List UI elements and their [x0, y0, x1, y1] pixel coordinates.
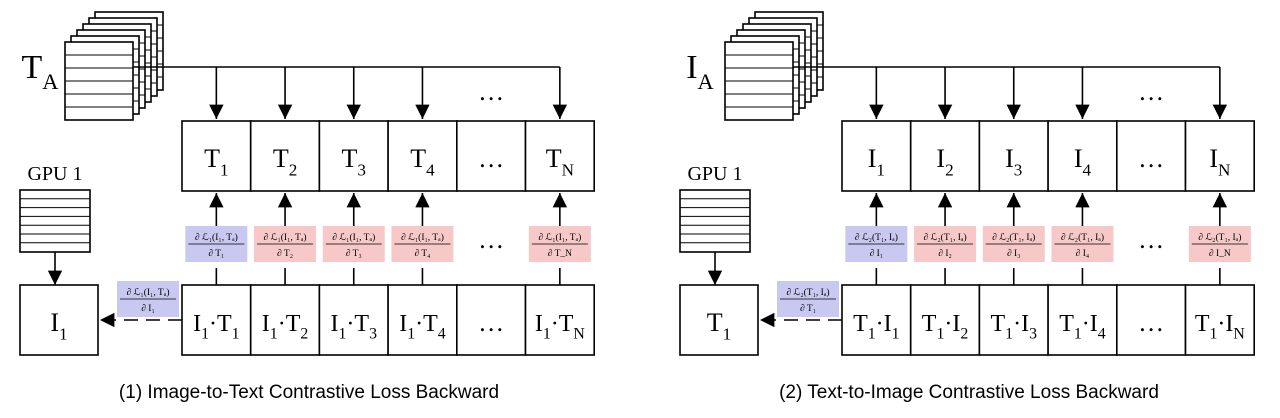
panel1-gpu-label: GPU 1 — [27, 163, 82, 185]
panel2-stack-label: IA — [686, 49, 714, 94]
panel2-similarity-label: T1·I3 — [990, 311, 1037, 343]
panel1-grad-label-denominator: ∂ T₃ — [346, 249, 362, 259]
panel1-similarity-cell — [387, 284, 458, 356]
panel2-grad-label-denominator: ∂ I_N — [1209, 249, 1231, 259]
panel1-side-grad-label-numerator: ∂ ℒ₁(I₁, Tₐ) — [126, 287, 169, 298]
panel1-side-grad-label-denominator: ∂ I₁ — [141, 304, 155, 314]
panel2-gathered-cell-label: IN — [1209, 144, 1230, 179]
panel2-gathered-cell-label: I1 — [868, 144, 885, 179]
panel1-similarity-label: I1·T2 — [262, 311, 309, 343]
panel2-similarity-cell — [909, 284, 981, 356]
panel2-local-embedding-label: T1 — [707, 308, 731, 343]
panel1-gathered-cell — [387, 120, 458, 192]
panel1-grad-label-numerator: ∂ ℒ₁(I₁, Tₐ) — [195, 232, 238, 243]
panel1-grad-label-numerator: ∂ ℒ₁(I₁, Tₐ) — [401, 232, 444, 243]
panel1-gathered-cell-label: T4 — [410, 144, 435, 179]
panel1-gathered-cell-label: … — [478, 144, 504, 173]
panel2-grad-label-denominator: ∂ I₄ — [1076, 249, 1090, 259]
panel2-similarity-dots: … — [1138, 308, 1164, 337]
panel2-side-grad-label-denominator: ∂ T₁ — [800, 304, 816, 314]
panel2-grad-label-numerator: ∂ ℒ₂(T₁, Iₐ) — [1061, 232, 1104, 243]
panel1-gathered-cell — [249, 120, 321, 192]
panel2-gathered-cell — [909, 120, 981, 192]
panel2-gathered-cell — [1116, 120, 1187, 192]
panel1-gathered-cell — [455, 120, 527, 192]
panel2-gathered-cell — [978, 120, 1049, 192]
panel2-grad-label-denominator: ∂ I₂ — [938, 249, 952, 259]
panel2-similarity-label: T1·I1 — [853, 311, 900, 343]
panel2-gpu-label: GPU 1 — [687, 163, 742, 185]
panel1-top-dots: … — [478, 77, 504, 106]
panel1-similarity-label: I1·T4 — [399, 311, 446, 343]
panel1-similarity-label: I1·TN — [535, 311, 586, 343]
panel2-similarity-cell — [1184, 284, 1255, 356]
panel1-grad-dots: … — [478, 225, 504, 254]
panel1-gathered-cell-label: T1 — [204, 144, 228, 179]
panel1-similarity-cell — [524, 284, 595, 356]
panel2-local-embedding — [679, 284, 759, 356]
panel1-similarity-label: I1·T1 — [193, 311, 240, 343]
panel1-gathered-cell-label: T2 — [273, 144, 297, 179]
panel2-side-grad-label-numerator: ∂ ℒ₂(T₁, Iₐ) — [786, 287, 829, 298]
panel1-grad-label-denominator: ∂ T_N — [548, 249, 572, 259]
panel1-grad-label-denominator: ∂ T₁ — [208, 249, 224, 259]
panel2-gathered-cell — [1047, 120, 1118, 192]
panel2-similarity-label: T1·I2 — [922, 311, 969, 343]
panel1-local-embedding-label: I1 — [50, 308, 67, 343]
panel2-gathered-cell — [1184, 120, 1255, 192]
panel2-caption: (2) Text-to-Image Contrastive Loss Backw… — [779, 382, 1159, 403]
panel1-grad-label-numerator: ∂ ℒ₁(I₁, Tₐ) — [538, 232, 581, 243]
panel2-grad-dots: … — [1138, 225, 1164, 254]
panel2-grad-label-numerator: ∂ ℒ₂(T₁, Iₐ) — [1198, 232, 1241, 243]
panel1-grad-label-numerator: ∂ ℒ₁(I₁, Tₐ) — [332, 232, 375, 243]
panel2-gathered-cell — [841, 120, 912, 192]
panel1-similarity-dots: … — [478, 308, 504, 337]
panel1-grad-label-denominator: ∂ T₄ — [414, 249, 430, 259]
panel2-similarity-cell — [1116, 284, 1187, 356]
panel2-gathered-cell-label: I4 — [1074, 144, 1092, 179]
panel2-gathered-cell-label: I3 — [1005, 144, 1022, 179]
panel2-gpu-stack — [679, 189, 751, 253]
panel2-grad-label-numerator: ∂ ℒ₂(T₁, Iₐ) — [855, 232, 898, 243]
panel2-similarity-label: T1·I4 — [1059, 311, 1106, 343]
panel1-gathered-cell-label: TN — [546, 144, 574, 179]
panel1-similarity-cell — [455, 284, 527, 356]
panel2-top-dots: … — [1138, 77, 1164, 106]
panel1-gpu-stack — [19, 189, 91, 253]
panel1-gathered-cell — [524, 120, 595, 192]
panel1-similarity-cell — [249, 284, 321, 356]
panel1-gathered-cell — [181, 120, 252, 192]
panel1-gathered-cell-label: T3 — [342, 144, 366, 179]
panel2-grad-label-denominator: ∂ I₃ — [1007, 249, 1021, 259]
panel1-local-embedding — [19, 284, 99, 356]
panel2-grad-label-denominator: ∂ I₁ — [870, 249, 884, 259]
panel1-similarity-cell — [318, 284, 389, 356]
panel1-grad-label-denominator: ∂ T₂ — [277, 249, 293, 259]
panel1-caption: (1) Image-to-Text Contrastive Loss Backw… — [119, 382, 499, 403]
panel2-gathered-cell-label: I2 — [936, 144, 953, 179]
panel1-similarity-label: I1·T3 — [330, 311, 377, 343]
panel2-gathered-cell-label: … — [1138, 144, 1164, 173]
panel2-grad-label-numerator: ∂ ℒ₂(T₁, Iₐ) — [923, 232, 966, 243]
panel2-grad-label-numerator: ∂ ℒ₂(T₁, Iₐ) — [992, 232, 1035, 243]
panel1-grad-label-numerator: ∂ ℒ₁(I₁, Tₐ) — [264, 232, 307, 243]
panel2-similarity-cell — [841, 284, 912, 356]
panel1-stack-label: TA — [22, 49, 60, 94]
panel1-gathered-cell — [318, 120, 389, 192]
panel2-similarity-label: T1·IN — [1195, 311, 1246, 343]
